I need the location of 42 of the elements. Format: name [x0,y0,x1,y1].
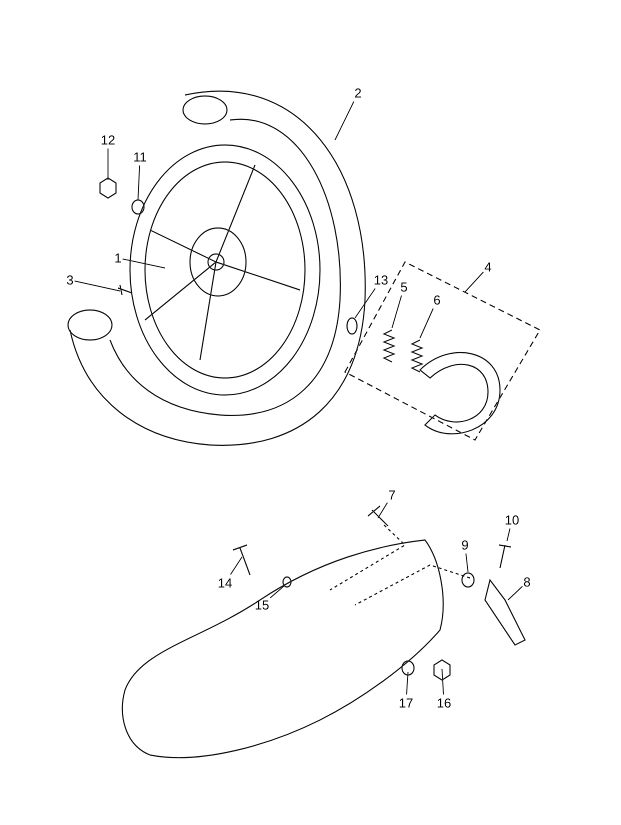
callout-number: 2 [354,86,362,100]
leader-line [354,288,376,318]
leader-line [270,586,284,598]
leader-line [378,502,388,518]
callout-number: 11 [133,150,147,164]
callout-number: 10 [504,512,520,528]
leader-line [464,272,484,292]
callout-number: 9 [461,538,469,552]
leader-line [420,308,434,338]
callout-number: 13 [374,272,388,288]
callout-number: 16 [436,696,452,710]
callout-number: 1 [114,250,122,266]
leader-line [406,672,408,695]
callout-number: 12 [100,132,116,148]
callout-number: 8 [523,574,531,590]
dashed-group-outline [344,261,541,441]
leader-line [230,556,242,575]
callout-number: 14 [218,576,232,590]
bolt-icon [367,505,389,527]
leader-line [392,295,402,328]
washer-icon [461,572,475,588]
leader-line [442,668,444,695]
leader-line [74,280,120,292]
nut-icon [433,659,451,681]
lever-arm-drawing [484,578,526,646]
callout-number: 3 [66,272,74,288]
leader-line [465,553,468,572]
leader-line [334,101,354,140]
callout-number: 4 [484,260,492,274]
callout-number: 15 [254,598,270,612]
leader-line [506,528,510,542]
callout-number: 6 [433,292,441,308]
bolt-icon [498,544,512,569]
callout-number: 17 [398,696,414,710]
washer-icon [401,660,415,676]
leader-line [138,165,140,200]
leader-line [122,258,166,268]
bolt-icon [232,544,251,576]
leader-line [508,586,523,600]
callout-number: 7 [388,488,396,502]
o-ring-icon [282,576,292,588]
callout-number: 5 [400,280,408,294]
